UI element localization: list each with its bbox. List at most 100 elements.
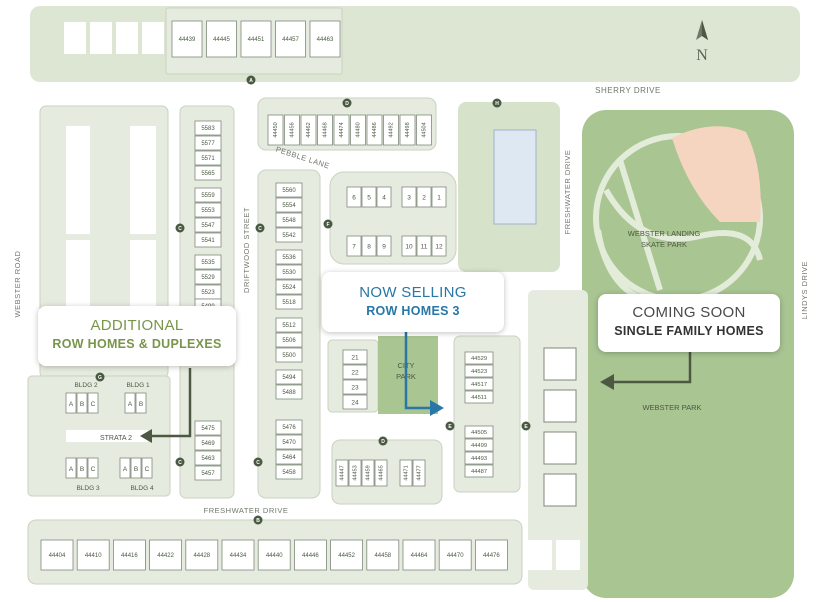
callout-additional-line1: ADDITIONAL	[90, 317, 184, 334]
street-lindys: LINDYS DRIVE	[800, 261, 809, 319]
svg-text:C: C	[178, 460, 182, 466]
svg-text:1: 1	[437, 194, 441, 201]
svg-text:44529: 44529	[471, 356, 487, 362]
lot-mid-5554: 5554	[275, 197, 303, 213]
lot-e-44499: 44499	[464, 438, 494, 452]
svg-text:44404: 44404	[49, 553, 66, 559]
svg-text:5475: 5475	[201, 426, 215, 432]
svg-text:H: H	[495, 101, 499, 107]
unit-12: 12	[431, 235, 447, 257]
compass-label: N	[696, 47, 708, 64]
svg-text:44445: 44445	[213, 37, 230, 43]
svg-text:C: C	[256, 460, 260, 466]
svg-text:A: A	[249, 78, 253, 84]
svg-text:44458: 44458	[374, 553, 391, 559]
svg-text:G: G	[98, 375, 102, 381]
svg-text:44457: 44457	[282, 37, 299, 43]
svg-text:44440: 44440	[266, 553, 283, 559]
bldg-1-label: BLDG 1	[126, 382, 150, 389]
svg-text:5529: 5529	[201, 275, 215, 281]
lot-left-5541: 5541	[194, 232, 222, 248]
svg-text:5565: 5565	[201, 171, 215, 177]
callout-additional-line2: ROW HOMES & DUPLEXES	[52, 337, 222, 351]
svg-text:22: 22	[351, 369, 359, 376]
lot-e-44487: 44487	[464, 464, 494, 478]
lot-bottom-44446: 44446	[293, 539, 327, 571]
now-selling-arrowhead-icon	[430, 400, 444, 416]
lot-left-5475: 5475	[194, 420, 222, 436]
lot-bottom-44440: 44440	[257, 539, 291, 571]
svg-text:D: D	[381, 439, 385, 445]
street-freshwater-vertical: FRESHWATER DRIVE	[563, 150, 572, 235]
lot-e-44523: 44523	[464, 364, 494, 378]
svg-text:44439: 44439	[179, 37, 196, 43]
marker-e-9: E	[521, 421, 531, 431]
lot-d-44459: 44459	[361, 459, 375, 487]
apartment-building	[493, 129, 537, 225]
svg-text:44504: 44504	[421, 122, 427, 137]
svg-text:5524: 5524	[282, 285, 296, 291]
svg-text:C: C	[178, 226, 182, 232]
svg-text:5571: 5571	[201, 156, 215, 162]
lot-bottom-44404: 44404	[40, 539, 74, 571]
svg-text:24: 24	[351, 399, 359, 406]
marker-e-8: E	[445, 421, 455, 431]
svg-text:5547: 5547	[201, 223, 215, 229]
svg-text:F: F	[326, 222, 329, 228]
unit-11: 11	[416, 235, 432, 257]
lot-mid-5488: 5488	[275, 384, 303, 400]
svg-text:5476: 5476	[282, 425, 296, 431]
callout-coming-line2: SINGLE FAMILY HOMES	[614, 324, 764, 338]
lot-left-5559: 5559	[194, 187, 222, 203]
lot-left-5553: 5553	[194, 202, 222, 218]
lot-pebble-44450: 44450	[267, 114, 284, 146]
lot-mid-5524: 5524	[275, 279, 303, 295]
svg-text:44492: 44492	[388, 122, 394, 137]
lot-pebble-44486: 44486	[366, 114, 383, 146]
svg-text:A: A	[69, 401, 74, 408]
svg-text:5506: 5506	[282, 338, 296, 344]
lot-top-44457: 44457	[275, 20, 306, 58]
lot-mid-5512: 5512	[275, 317, 303, 333]
lot-left-5469: 5469	[194, 435, 222, 451]
svg-text:5560: 5560	[282, 188, 296, 194]
svg-text:5541: 5541	[201, 238, 215, 244]
skate-park-label-2: SKATE PARK	[641, 240, 687, 249]
svg-text:8: 8	[367, 243, 371, 250]
svg-text:44487: 44487	[471, 469, 487, 475]
svg-text:44474: 44474	[339, 122, 345, 137]
svg-text:B: B	[134, 466, 138, 473]
svg-text:C: C	[91, 401, 96, 408]
lot-pebble-44492: 44492	[383, 114, 399, 146]
bldg-2-label: BLDG 2	[74, 382, 98, 389]
svg-text:7: 7	[352, 243, 356, 250]
lot-bottom-44434: 44434	[221, 539, 255, 571]
callout-coming-line1: COMING SOON	[632, 304, 746, 321]
svg-text:21: 21	[351, 354, 359, 361]
lot-mid-5464: 5464	[275, 449, 303, 465]
svg-text:44410: 44410	[85, 553, 102, 559]
lot-mid-5536: 5536	[275, 249, 303, 265]
svg-text:44465: 44465	[378, 465, 384, 480]
marker-g-11: G	[95, 372, 105, 382]
callout-now-line1: NOW SELLING	[359, 284, 467, 301]
svg-text:44493: 44493	[471, 456, 487, 462]
svg-text:44456: 44456	[289, 122, 295, 137]
now-selling-arrow-icon	[404, 332, 432, 410]
lot-bottom-44464: 44464	[402, 539, 436, 571]
svg-text:5470: 5470	[282, 440, 296, 446]
svg-text:A: A	[69, 466, 74, 473]
svg-text:5553: 5553	[201, 208, 215, 214]
svg-text:44450: 44450	[273, 122, 279, 137]
unit-3: 3	[401, 186, 417, 208]
svg-text:5583: 5583	[201, 126, 215, 132]
lot-left-5463: 5463	[194, 450, 222, 466]
svg-text:44464: 44464	[411, 553, 428, 559]
svg-text:44468: 44468	[322, 122, 328, 137]
svg-text:3: 3	[407, 194, 411, 201]
marker-d-7: D	[378, 436, 388, 446]
svg-text:5535: 5535	[201, 260, 215, 266]
additional-arrowhead-icon	[140, 429, 152, 443]
